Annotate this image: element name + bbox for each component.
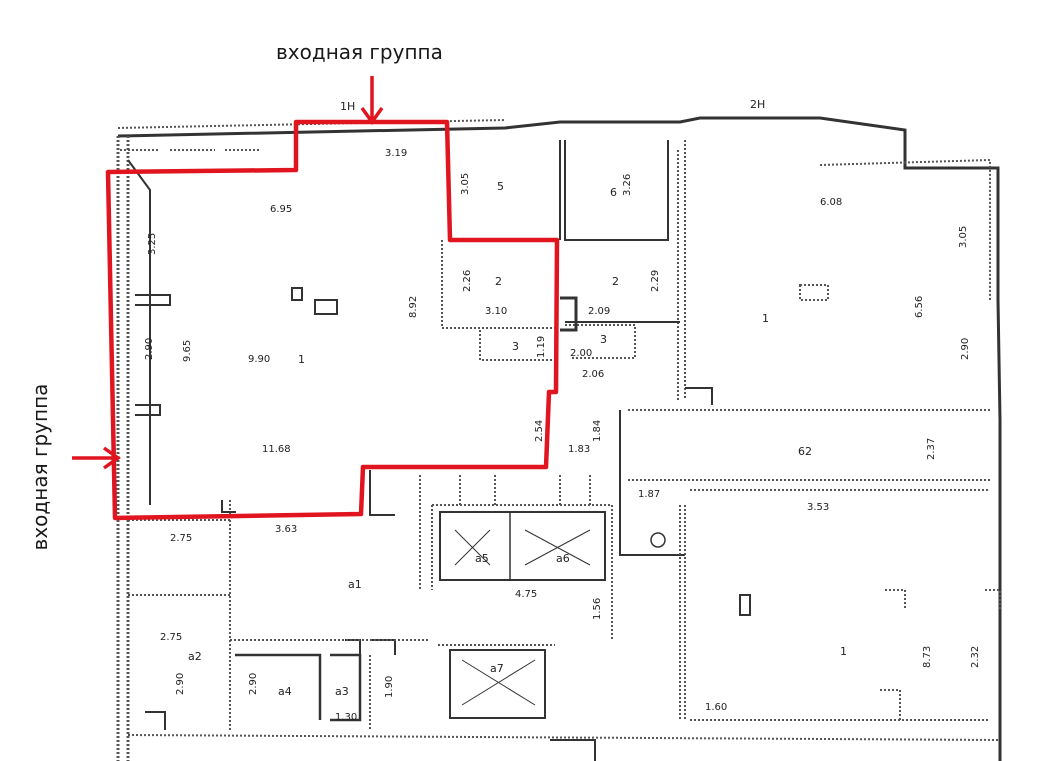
room-label: 1 xyxy=(298,353,305,366)
svg-text:2.26: 2.26 xyxy=(462,270,473,292)
svg-text:1.30: 1.30 xyxy=(335,712,357,723)
svg-text:2.29: 2.29 xyxy=(650,270,661,292)
room-label: 1 xyxy=(762,312,769,325)
svg-text:1.90: 1.90 xyxy=(384,676,395,698)
axis-label-2n: 2Н xyxy=(750,98,765,111)
building-walls xyxy=(116,116,1002,761)
svg-text:3.05: 3.05 xyxy=(958,226,969,248)
svg-text:1.60: 1.60 xyxy=(705,702,727,713)
svg-text:2.06: 2.06 xyxy=(582,369,604,380)
svg-text:9.90: 9.90 xyxy=(248,354,270,365)
svg-text:6.56: 6.56 xyxy=(914,296,925,318)
svg-text:2.90: 2.90 xyxy=(144,338,155,360)
svg-text:3.25: 3.25 xyxy=(147,233,158,255)
room-label: 3 xyxy=(512,340,519,353)
svg-text:11.68: 11.68 xyxy=(262,444,291,455)
svg-text:1.19: 1.19 xyxy=(536,336,547,358)
svg-text:9.65: 9.65 xyxy=(182,340,193,362)
svg-text:6.95: 6.95 xyxy=(270,204,292,215)
svg-text:1.83: 1.83 xyxy=(568,444,590,455)
room-label: 3 xyxy=(600,333,607,346)
svg-text:2.90: 2.90 xyxy=(248,673,259,695)
entrance-arrow-top xyxy=(360,76,384,126)
svg-text:3.05: 3.05 xyxy=(460,173,471,195)
svg-text:1.56: 1.56 xyxy=(592,598,603,620)
svg-text:3.19: 3.19 xyxy=(385,148,407,159)
dimension-labels: 3.19 6.95 3.25 2.90 9.65 9.90 11.68 8.92… xyxy=(144,148,981,723)
svg-text:2.37: 2.37 xyxy=(926,438,937,460)
svg-text:3.63: 3.63 xyxy=(275,524,297,535)
svg-text:2.09: 2.09 xyxy=(588,306,610,317)
svg-text:2.00: 2.00 xyxy=(570,348,592,359)
svg-text:2.54: 2.54 xyxy=(534,420,545,442)
room-labels: 1 2 2 3 3 5 6 1 62 а1 а5 а6 а7 а4 а3 а2 … xyxy=(188,180,847,698)
room-label: 62 xyxy=(798,445,812,458)
room-label: 1 xyxy=(840,645,847,658)
svg-text:1.84: 1.84 xyxy=(592,420,603,442)
room-label: 6 xyxy=(610,186,617,199)
svg-text:8.92: 8.92 xyxy=(408,296,419,318)
svg-text:2.75: 2.75 xyxy=(170,533,192,544)
entrance-arrow-left xyxy=(72,446,122,470)
entrance-label-top: входная группа xyxy=(276,40,443,64)
room-label: а1 xyxy=(348,578,362,591)
highlighted-premises-outline xyxy=(105,119,560,521)
axis-label-1n: 1Н xyxy=(340,100,355,113)
svg-text:2.75: 2.75 xyxy=(160,632,182,643)
room-label: а5 xyxy=(475,552,489,565)
room-label: а2 xyxy=(188,650,202,663)
svg-text:3.26: 3.26 xyxy=(622,174,633,196)
svg-text:3.53: 3.53 xyxy=(807,502,829,513)
entrance-label-left: входная группа xyxy=(28,383,52,551)
svg-text:3.10: 3.10 xyxy=(485,306,507,317)
svg-text:6.08: 6.08 xyxy=(820,197,842,208)
room-label: 5 xyxy=(497,180,504,193)
svg-text:1.87: 1.87 xyxy=(638,489,660,500)
svg-text:2.32: 2.32 xyxy=(970,646,981,668)
room-label: 2 xyxy=(612,275,619,288)
svg-text:2.90: 2.90 xyxy=(960,338,971,360)
svg-text:2.90: 2.90 xyxy=(175,673,186,695)
room-label: а6 xyxy=(556,552,570,565)
room-label: а3 xyxy=(335,685,349,698)
svg-text:4.75: 4.75 xyxy=(515,589,537,600)
svg-text:8.73: 8.73 xyxy=(922,646,933,668)
room-label: а4 xyxy=(278,685,292,698)
room-label: а7 xyxy=(490,662,504,675)
room-label: 2 xyxy=(495,275,502,288)
